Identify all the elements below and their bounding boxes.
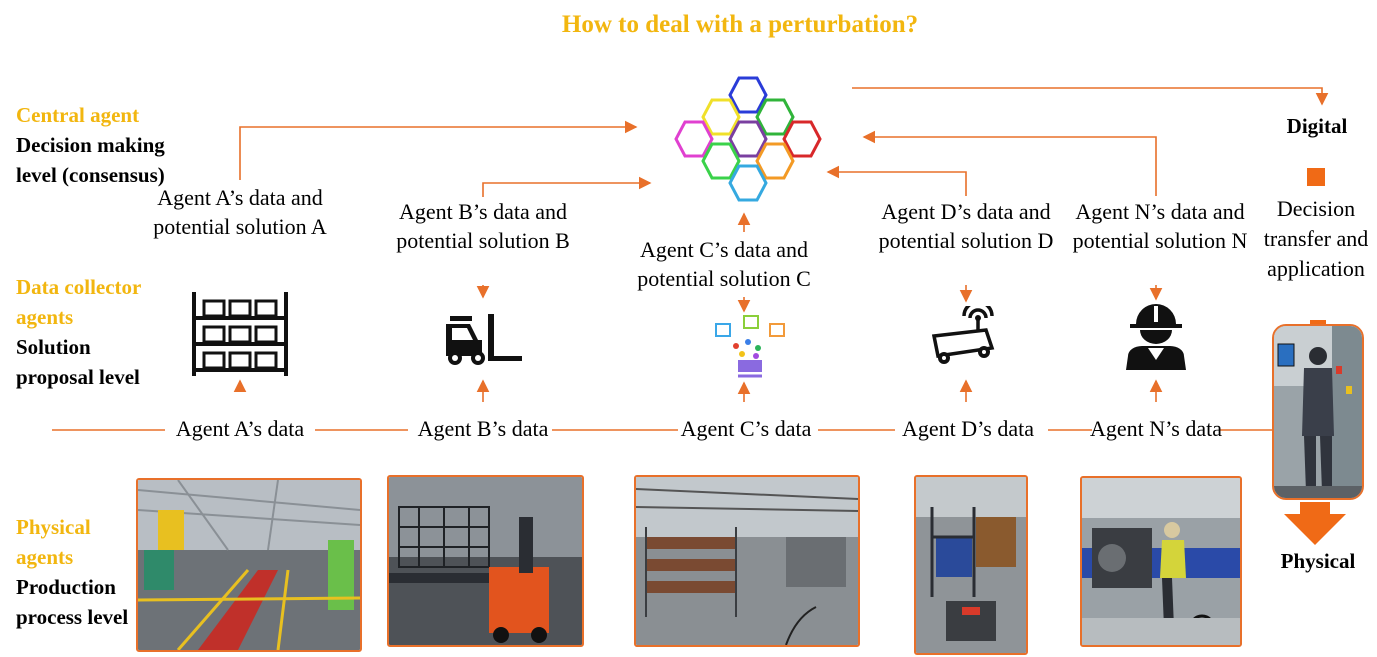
data-blocks-icon [715, 315, 785, 378]
agent-c-data: Agent C’s data [680, 416, 812, 441]
digital-label: Digital [1286, 114, 1348, 138]
worker-helmet-icon [1126, 304, 1186, 370]
down-arrow-icon [1284, 502, 1346, 545]
agent-b-arrow [482, 176, 652, 197]
agent-b-data: Agent B’s data [417, 416, 549, 441]
forklift-icon [446, 314, 522, 365]
agent-b-solution: Agent B’s data and potential solution B [396, 199, 570, 253]
level-collector: Data collector agents Solution proposal … [16, 275, 141, 389]
agent-a-data: Agent A’s data [175, 416, 305, 441]
agent-n-photo [1080, 476, 1242, 647]
agent-n-solution: Agent N’s data and potential solution N [1072, 199, 1248, 253]
decision-transfer-label: Decision transfer and application [1263, 196, 1369, 281]
warehouse-shelves-icon [192, 292, 288, 376]
agent-d-arrow [826, 165, 967, 196]
agv-robot-icon [931, 306, 995, 364]
agent-n-arrow [862, 130, 1157, 196]
physical-label: Physical [1280, 549, 1356, 573]
agent-d-data: Agent D’s data [902, 416, 1034, 441]
diagram-title: How to deal with a perturbation? [561, 11, 919, 38]
level-physical: Physical agents Production process level [16, 515, 129, 629]
agent-b-photo [387, 475, 584, 647]
agent-a-arrow [239, 120, 638, 180]
central-agent-hexagons-icon [674, 76, 822, 202]
agent-c-photo [634, 475, 860, 647]
agent-c-solution: Agent C’s data and potential solution C [637, 237, 811, 291]
agent-d-photo [914, 475, 1028, 655]
agent-d-solution: Agent D’s data and potential solution D [878, 199, 1054, 253]
agent-n-data: Agent N’s data [1090, 416, 1222, 441]
digital-marker [1307, 168, 1325, 186]
agent-a-photo [136, 478, 362, 652]
decision-arrow [852, 87, 1329, 106]
agent-a-solution: Agent A’s data and potential solution A [153, 185, 327, 239]
level-central: Central agent Decision making level (con… [16, 103, 165, 187]
operator-photo [1272, 324, 1364, 500]
